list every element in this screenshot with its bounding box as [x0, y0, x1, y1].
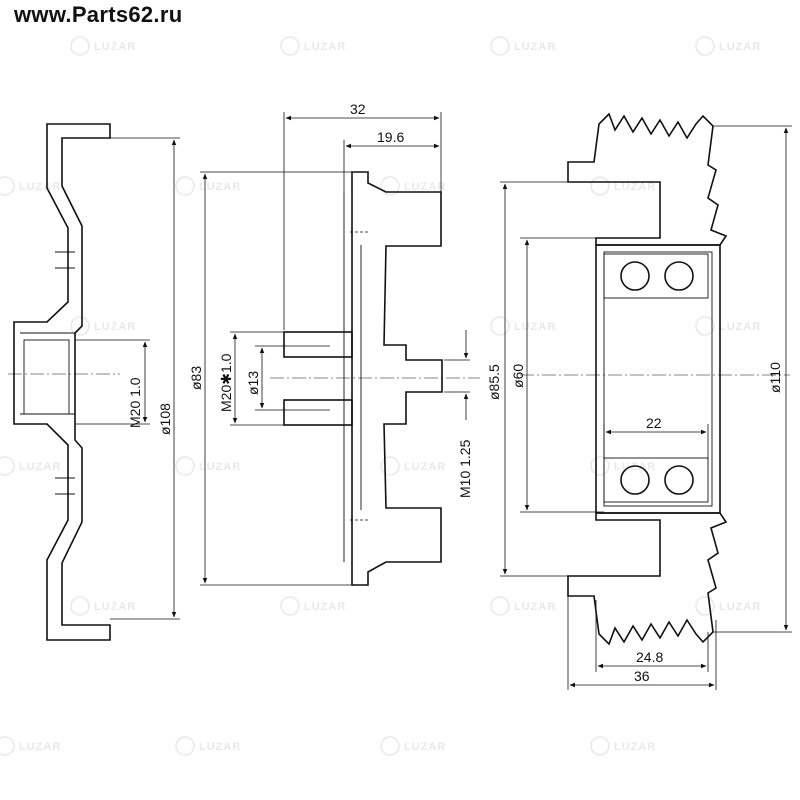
watermark-logo: LUZAR	[590, 176, 656, 196]
svg-text:LUZAR: LUZAR	[304, 601, 346, 613]
svg-text:LUZAR: LUZAR	[94, 321, 136, 333]
left-thread-label: M20 1.0	[127, 377, 143, 428]
mid-width-label: 32	[350, 101, 366, 117]
svg-text:LUZAR: LUZAR	[199, 181, 241, 193]
watermark-logo: LUZAR	[0, 456, 61, 476]
watermark-logo: LUZAR	[280, 36, 346, 56]
watermark-logo: LUZAR	[70, 36, 136, 56]
mid-diameter-label: ø83	[188, 366, 204, 390]
watermark-logo: LUZAR	[70, 596, 136, 616]
watermark-logo: LUZAR	[380, 736, 446, 756]
right-belt-width-label: 24.8	[636, 649, 663, 665]
watermark-logo: LUZAR	[380, 176, 446, 196]
right-overall-width-label: 36	[634, 668, 650, 684]
svg-text:LUZAR: LUZAR	[19, 181, 61, 193]
svg-text:LUZAR: LUZAR	[719, 41, 761, 53]
svg-text:LUZAR: LUZAR	[404, 741, 446, 753]
right-bearing-diameter-label: ø60	[510, 364, 526, 388]
svg-text:LUZAR: LUZAR	[514, 321, 556, 333]
mid-flange-width-label: 19.6	[377, 129, 404, 145]
watermark-logo: LUZAR	[490, 596, 556, 616]
svg-text:LUZAR: LUZAR	[719, 321, 761, 333]
svg-text:LUZAR: LUZAR	[404, 461, 446, 473]
watermark-logo: LUZAR	[175, 456, 241, 476]
svg-text:LUZAR: LUZAR	[19, 741, 61, 753]
svg-text:LUZAR: LUZAR	[94, 41, 136, 53]
watermark-logo: LUZAR	[490, 316, 556, 336]
svg-text:LUZAR: LUZAR	[614, 181, 656, 193]
right-bearing-width-label: 22	[646, 415, 662, 431]
mid-shaft-thread-label: M10 1.25	[457, 439, 473, 498]
watermark-logo: LUZAR	[380, 456, 446, 476]
watermark-logo: LUZAR	[590, 736, 656, 756]
watermark-logo: LUZAR	[490, 36, 556, 56]
watermark-logo: LUZAR	[695, 316, 761, 336]
mid-hub-thread-label: M20✱1.0	[218, 353, 234, 412]
svg-text:LUZAR: LUZAR	[199, 461, 241, 473]
svg-text:LUZAR: LUZAR	[199, 741, 241, 753]
watermark-logo: LUZAR	[175, 176, 241, 196]
watermark-logo: LUZAR	[695, 36, 761, 56]
svg-text:LUZAR: LUZAR	[514, 41, 556, 53]
left-view: M20 1.0 ø108	[8, 123, 180, 641]
watermark-logo: LUZAR	[280, 596, 346, 616]
watermark-logo: LUZAR	[175, 736, 241, 756]
right-view: ø85.5 ø60 22 ø110 24.8 36	[486, 112, 792, 690]
svg-text:LUZAR: LUZAR	[614, 741, 656, 753]
right-groove-diameter-label: ø85.5	[486, 364, 502, 400]
svg-text:LUZAR: LUZAR	[19, 461, 61, 473]
svg-text:LUZAR: LUZAR	[404, 181, 446, 193]
mid-bore-label: ø13	[245, 371, 261, 395]
watermark-logo: LUZAR	[695, 596, 761, 616]
site-url: www.Parts62.ru	[14, 2, 183, 27]
svg-text:LUZAR: LUZAR	[94, 601, 136, 613]
svg-text:LUZAR: LUZAR	[719, 601, 761, 613]
watermark-logo: LUZAR	[70, 316, 136, 336]
left-diameter-label: ø108	[157, 403, 173, 435]
svg-text:LUZAR: LUZAR	[614, 461, 656, 473]
svg-text:LUZAR: LUZAR	[304, 41, 346, 53]
watermark-logo: LUZAR	[0, 736, 61, 756]
right-outer-diameter-label: ø110	[767, 362, 783, 393]
svg-text:LUZAR: LUZAR	[514, 601, 556, 613]
watermark-logo: LUZAR	[0, 176, 61, 196]
middle-view: 32 19.6 ø83 M20✱1.0 ø13 M10 1.25	[188, 101, 480, 586]
